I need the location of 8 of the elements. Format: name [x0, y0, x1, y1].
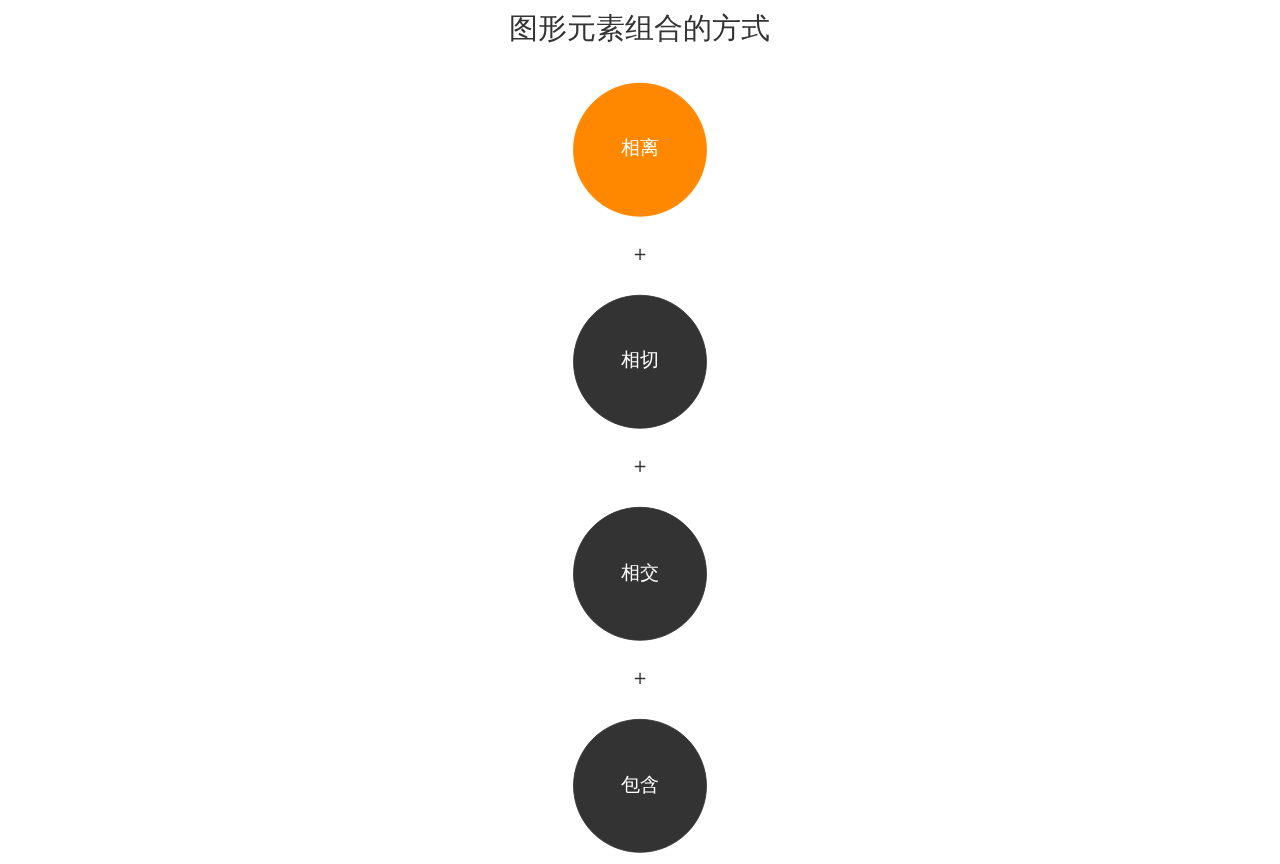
node-circle: 相离	[573, 82, 707, 217]
node-circle: 相交	[573, 506, 707, 641]
diagram-title: 图形元素组合的方式	[509, 10, 771, 45]
label: +	[632, 668, 648, 689]
node-circle: 相切	[573, 294, 707, 429]
label: +	[632, 243, 648, 264]
node-circle: 包含	[573, 718, 707, 853]
label: +	[632, 455, 648, 476]
